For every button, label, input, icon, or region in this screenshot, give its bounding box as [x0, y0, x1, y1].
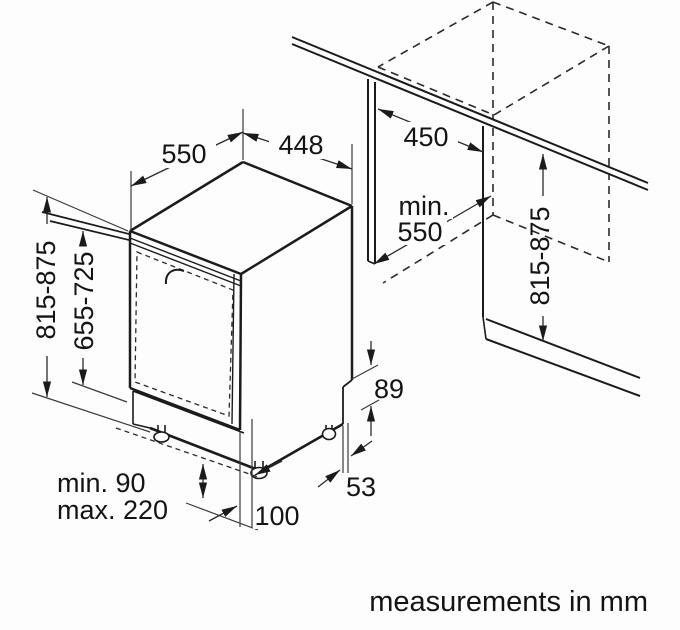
dim-label-niche-height: 815-875 [525, 206, 555, 305]
floor-line-front [185, 502, 259, 531]
footer-note: measurements in mm [369, 586, 648, 618]
dim-label-plinth-min: min. 90 [57, 468, 146, 498]
dim-label-appliance-height: 815-875 [31, 240, 61, 339]
worktop-left [31, 189, 151, 433]
niche-right-side-and-floor [482, 126, 641, 397]
witness-lines [130, 109, 380, 527]
dishwasher-drawing [115, 160, 354, 531]
dim-label-top-width: 448 [278, 130, 323, 160]
dim-label-top-depth: 550 [161, 139, 206, 169]
door-panel-outline [134, 251, 234, 417]
cabinet-side-panel [367, 79, 376, 265]
door-handle [164, 268, 185, 285]
dim-label-plinth-max: max. 220 [57, 495, 168, 525]
dim-label-base-height: 89 [374, 374, 404, 404]
dim-label-niche-width: 450 [403, 122, 448, 152]
dim-label-base-setback: 53 [346, 472, 376, 502]
label-backgrounds [152, 122, 458, 529]
dim-label-door-height: 655-725 [69, 251, 99, 350]
dim-label-niche-depth-word: min. [398, 191, 449, 221]
dim-label-niche-depth-value: 550 [397, 217, 442, 247]
dim-label-foot-offset: 100 [254, 501, 299, 531]
plinth-line [115, 427, 259, 478]
